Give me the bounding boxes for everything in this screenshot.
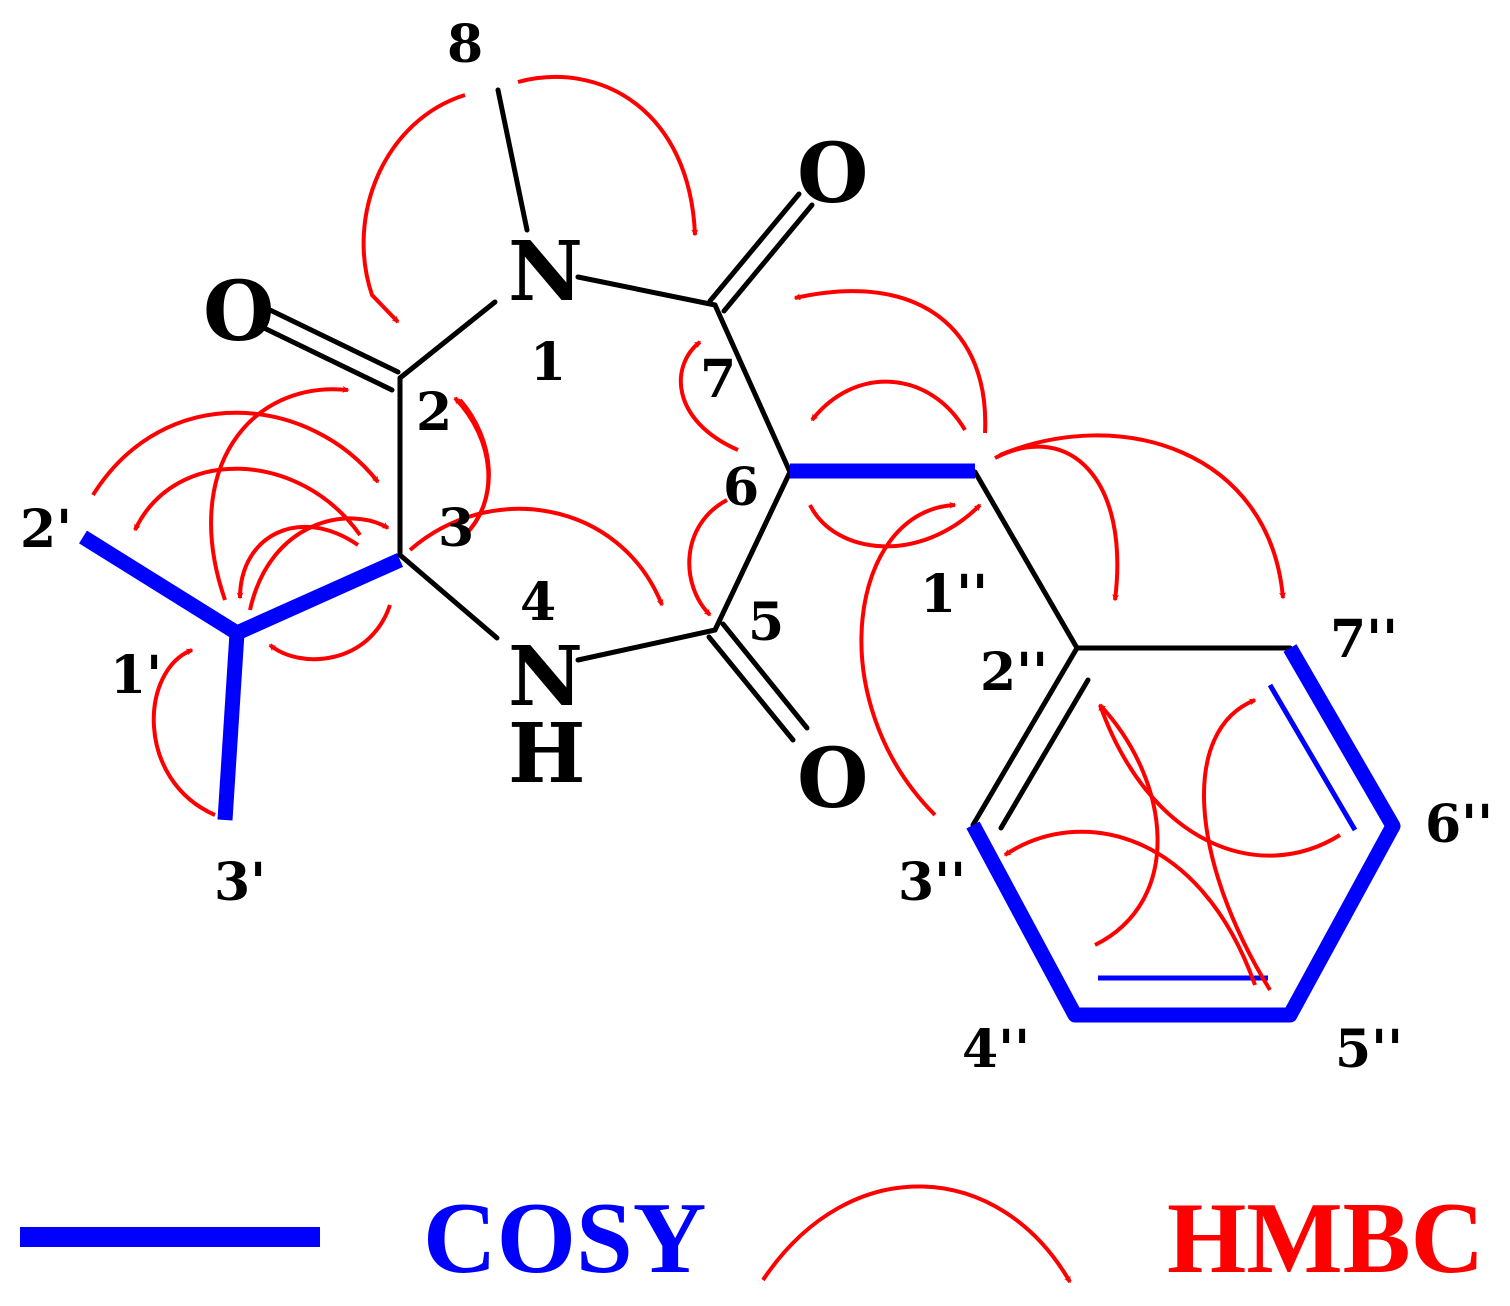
label-c5: 5 <box>748 592 784 653</box>
hmbc-arrow <box>361 93 466 324</box>
hmbc-arrow <box>517 75 699 237</box>
bond-c5-o-2 <box>720 621 810 731</box>
atom-labels: O O O N N H <box>203 126 868 827</box>
hmbc-arrow <box>678 340 739 452</box>
bond-n4-c5 <box>575 627 718 663</box>
label-c4-double-prime: 4'' <box>962 1019 1030 1080</box>
hmbc-arrow <box>1003 829 1257 986</box>
label-c2-prime: 2' <box>20 499 72 560</box>
bond-c2pp-c3pp-inner <box>998 677 1091 831</box>
hmbc-arrow <box>209 385 350 601</box>
hmbc-arrow <box>91 410 380 497</box>
bond-c7-o-1 <box>707 191 802 304</box>
hmbc-arrow <box>808 503 982 549</box>
cosy-bond-c1p-c3p <box>217 632 245 821</box>
atom-nitrogen-1: N <box>508 224 583 320</box>
label-c8: 8 <box>447 14 483 75</box>
atom-oxygen-top: O <box>797 126 868 222</box>
bond-c2pp-c3pp <box>970 645 1080 828</box>
atom-oxygen-left: O <box>203 264 274 360</box>
label-c1-double-prime: 1'' <box>920 564 988 625</box>
hmbc-arrow <box>248 516 390 611</box>
label-c3-double-prime: 3'' <box>898 852 966 913</box>
hmbc-arrow <box>151 648 216 817</box>
hmbc-arrow <box>453 396 491 537</box>
hmbc-arrow <box>793 289 988 434</box>
atom-hydrogen-4: H <box>508 706 585 802</box>
position-labels: 8 1 7 2 6 3 4 5 2' 1' 3' 1'' 2'' 7'' 6''… <box>20 14 1493 1080</box>
label-c4: 4 <box>520 572 556 633</box>
hmbc-arrow <box>133 466 362 537</box>
bond-c6-c7 <box>712 302 793 475</box>
bond-c5-o-1 <box>706 634 796 743</box>
label-c7: 7 <box>700 349 736 410</box>
skeleton-bonds <box>259 87 1293 831</box>
hmbc-arrow <box>810 379 967 432</box>
label-c6: 6 <box>723 457 759 518</box>
aromatic-inner-bond-6pp <box>1267 683 1358 832</box>
hmbc-arrow <box>999 433 1286 600</box>
legend-cosy-label: COSY <box>423 1182 706 1295</box>
bond-c3-n4 <box>397 552 500 641</box>
hmbc-arrow <box>994 444 1120 602</box>
hmbc-arrows <box>91 75 1342 992</box>
bond-n1-c7 <box>575 274 718 308</box>
label-c1: 1 <box>530 332 566 393</box>
hmbc-arrow <box>1094 703 1160 947</box>
atom-oxygen-bottom: O <box>797 731 868 827</box>
hmbc-arrow <box>236 524 360 600</box>
bond-c5-c6 <box>712 469 793 633</box>
atom-nitrogen-4: N <box>508 629 583 725</box>
legend-hmbc-arrow <box>761 1184 1072 1284</box>
label-c6-double-prime: 6'' <box>1425 794 1493 855</box>
cosy-bonds <box>79 463 1401 1023</box>
bond-c2-o-2 <box>259 324 395 393</box>
label-c2: 2 <box>416 382 452 443</box>
label-c5-double-prime: 5'' <box>1335 1019 1403 1080</box>
label-c7-double-prime: 7'' <box>1330 609 1398 670</box>
legend-hmbc-label: HMBC <box>1167 1182 1484 1295</box>
label-c3-prime: 3' <box>214 852 266 913</box>
hmbc-arrow <box>268 604 392 662</box>
label-c3: 3 <box>438 498 474 559</box>
hmbc-arrow <box>687 498 728 617</box>
cosy-bond-aromatic-ring <box>966 644 1401 1023</box>
bond-c1pp-c2pp <box>972 469 1080 651</box>
legend: COSY HMBC <box>20 1182 1484 1295</box>
bond-n1-c2 <box>397 299 498 381</box>
bond-c7-o-2 <box>721 202 815 314</box>
label-c1-prime: 1' <box>110 645 162 706</box>
label-c2-double-prime: 2'' <box>980 642 1048 703</box>
hmbc-arrow <box>408 507 664 607</box>
hmbc-arrow <box>859 501 957 817</box>
bond-c2-o-1 <box>267 307 401 375</box>
bond-c8-n1 <box>495 87 530 233</box>
hmbc-arrow <box>1202 698 1272 992</box>
